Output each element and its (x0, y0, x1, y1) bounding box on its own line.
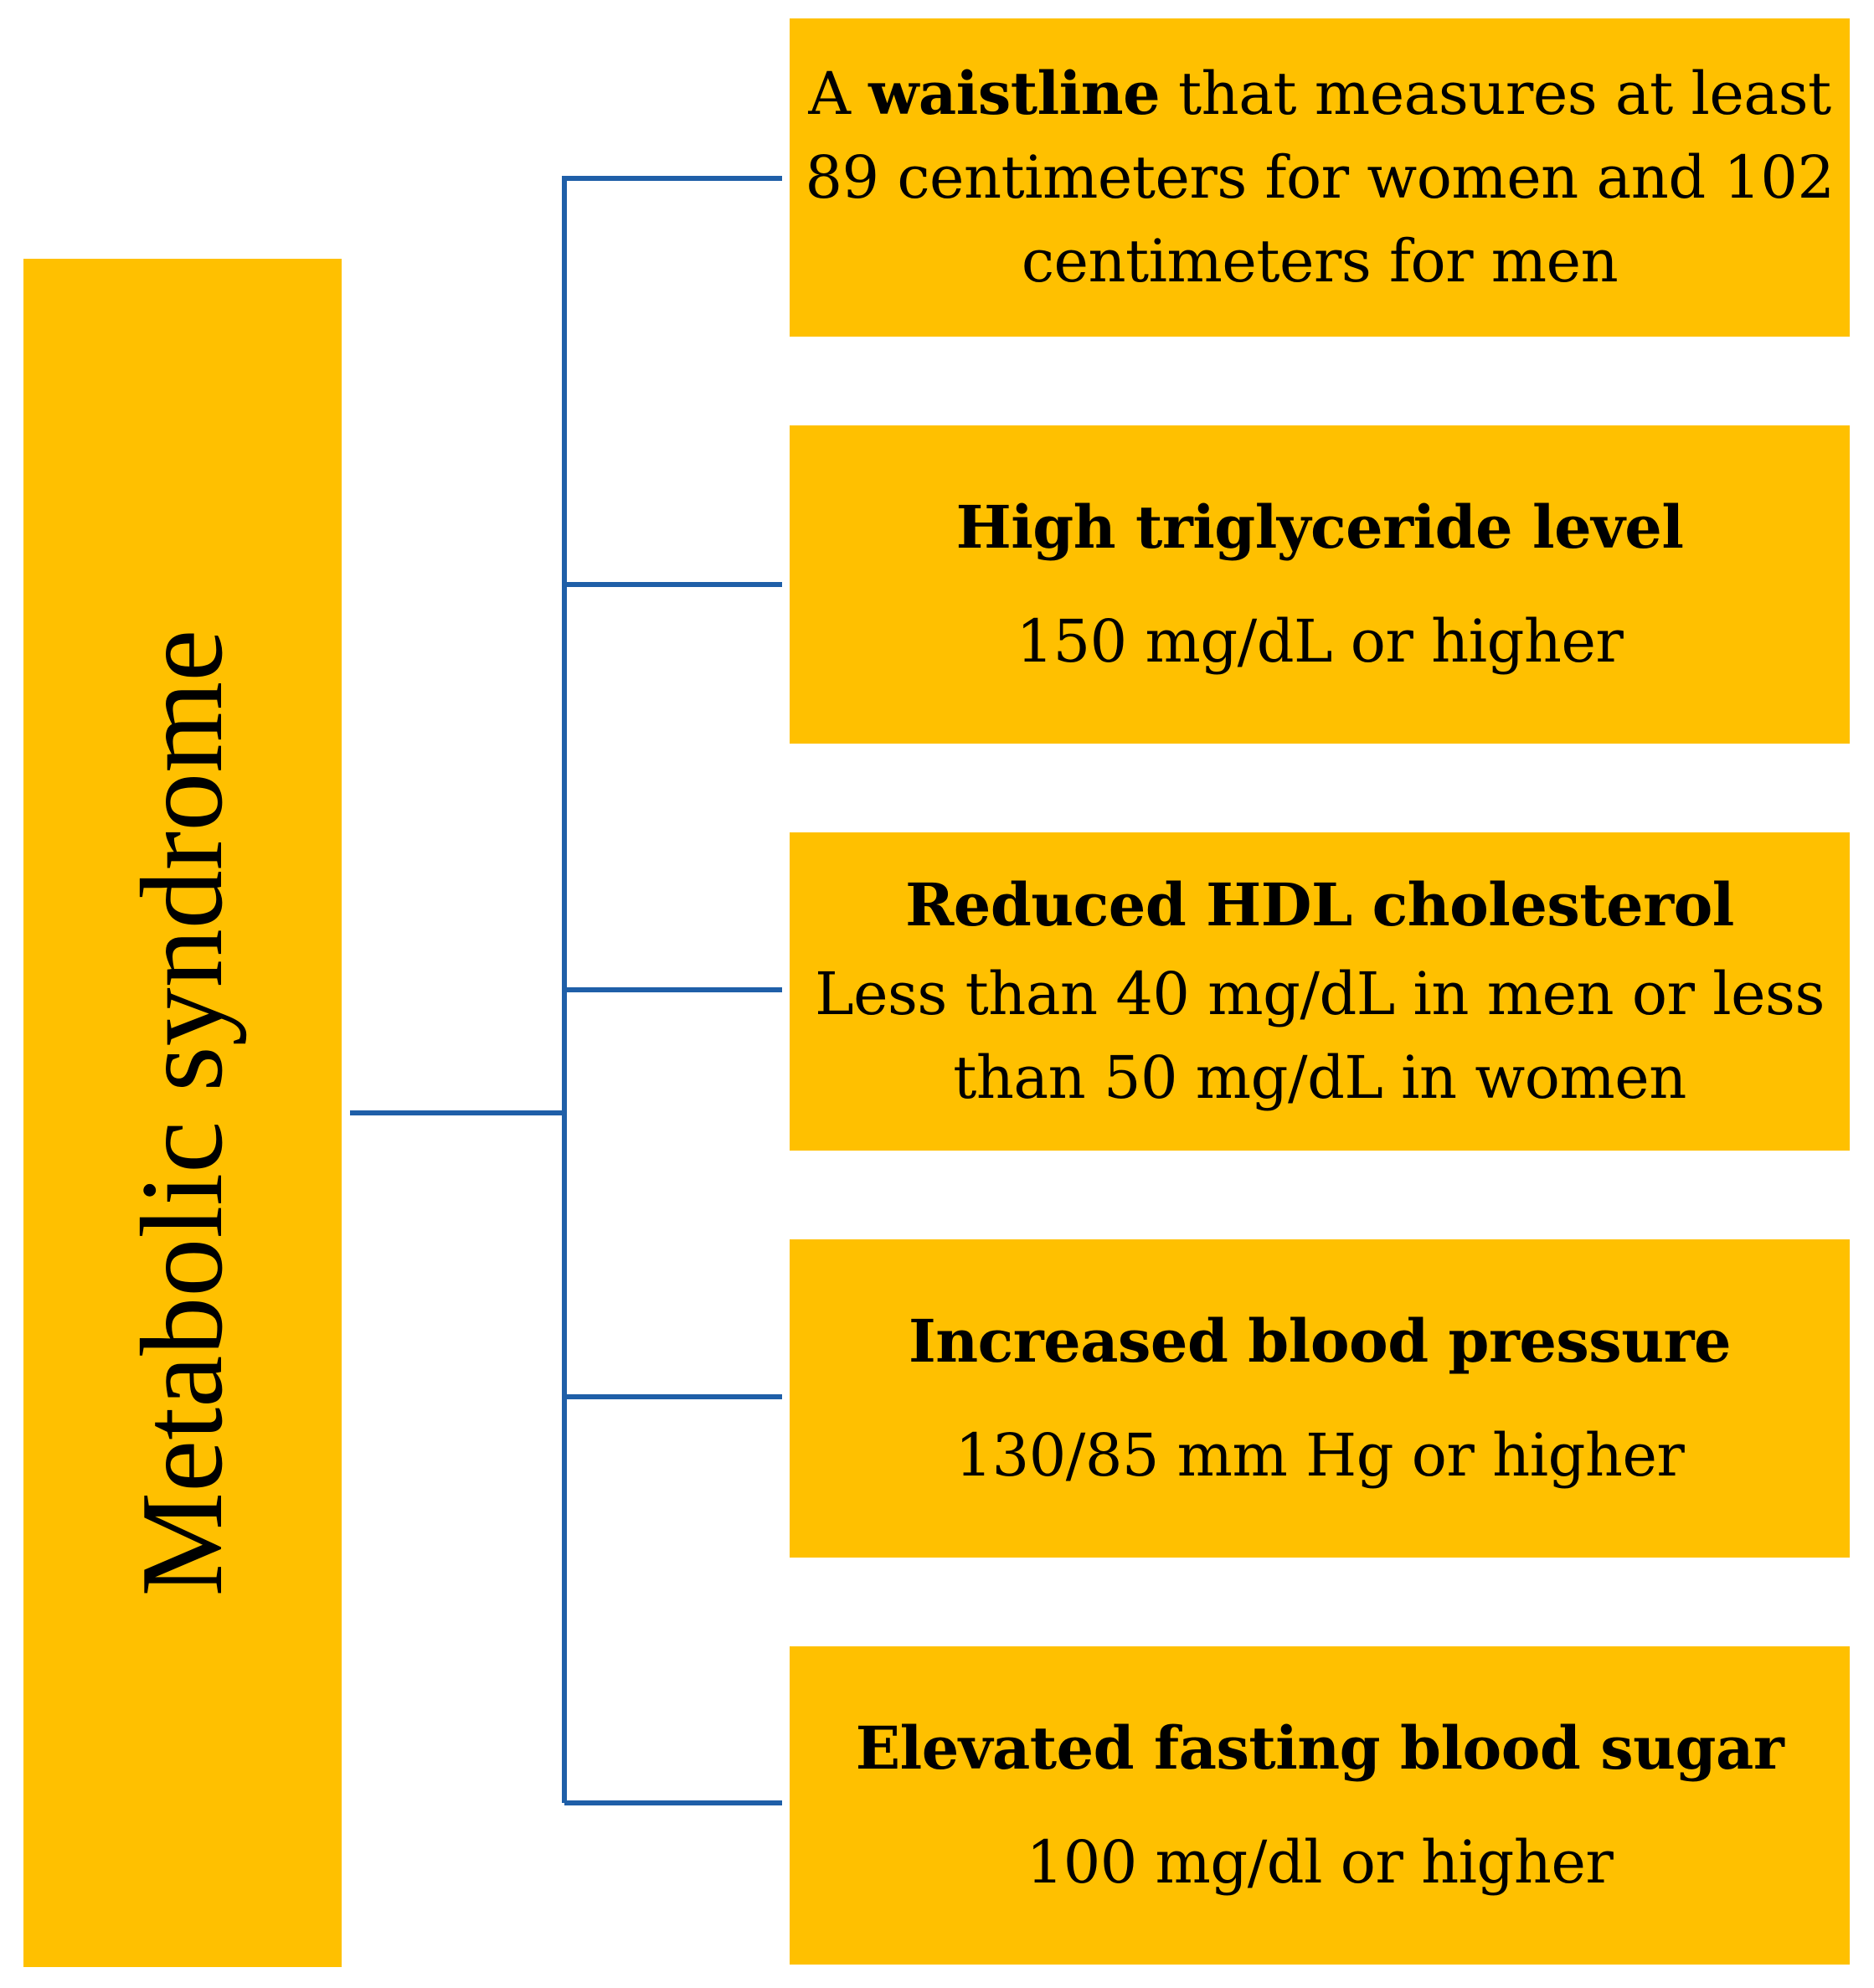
criterion-waistline-line3: centimeters for men (1021, 227, 1619, 296)
criterion-hdl-box: Reduced HDL cholesterol Less than 40 mg/… (790, 832, 1850, 1151)
criterion-triglyceride-detail: 150 mg/dL or higher (1016, 607, 1624, 676)
criterion-blood-sugar-title: Elevated fasting blood sugar (855, 1713, 1784, 1783)
criterion-blood-pressure-title: Increased blood pressure (908, 1306, 1732, 1376)
criterion-hdl-title: Reduced HDL cholesterol (905, 870, 1734, 940)
metabolic-syndrome-node (23, 259, 342, 1967)
waistline-suffix: that measures at least (1160, 59, 1831, 128)
criterion-waistline-line1: A waistline that measures at least (808, 52, 1831, 136)
criterion-blood-pressure-detail: 130/85 mm Hg or higher (955, 1421, 1685, 1490)
criterion-blood-pressure-box: Increased blood pressure 130/85 mm Hg or… (790, 1239, 1850, 1558)
criterion-hdl-detail-line1: Less than 40 mg/dL in men or less (815, 960, 1825, 1028)
criterion-triglyceride-box: High triglyceride level 150 mg/dL or hig… (790, 425, 1850, 744)
criterion-hdl-detail-line2: than 50 mg/dL in women (953, 1043, 1686, 1112)
criterion-blood-sugar-box: Elevated fasting blood sugar 100 mg/dl o… (790, 1646, 1850, 1965)
criterion-waistline-box: A waistline that measures at least 89 ce… (790, 18, 1850, 337)
waistline-keyword: waistline (868, 59, 1161, 128)
criterion-blood-sugar-detail: 100 mg/dl or higher (1026, 1828, 1614, 1897)
waistline-prefix: A (808, 59, 869, 128)
criterion-triglyceride-title: High triglyceride level (955, 492, 1684, 562)
criterion-waistline-line2: 89 centimeters for women and 102 (805, 143, 1835, 212)
